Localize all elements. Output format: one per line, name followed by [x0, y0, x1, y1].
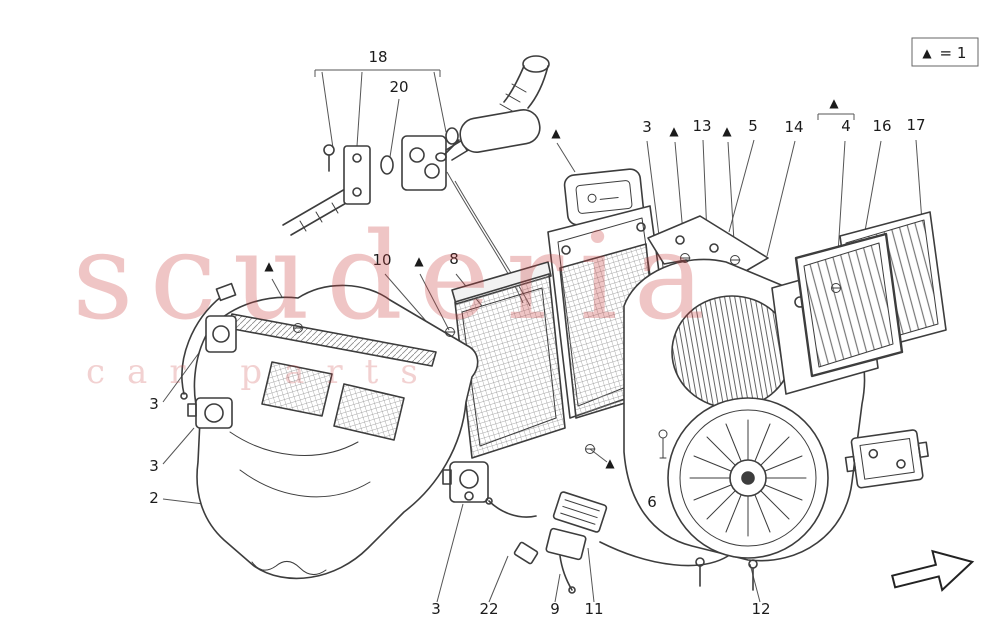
mounting-bracket: [647, 215, 769, 273]
cabin-filters: [794, 211, 947, 378]
hvac-housing: [180, 282, 489, 580]
callout-3-bottom: 3: [431, 600, 441, 618]
legend-triangle-icon: ▲: [922, 46, 932, 60]
callout-10: 10: [372, 251, 391, 269]
evaporator: [451, 261, 566, 459]
screw-fasteners: [293, 253, 842, 459]
callout-20: 20: [389, 78, 408, 96]
triangle-marker-icon: ▲: [722, 124, 732, 138]
ribbed-scroll-dome: [671, 295, 793, 409]
callout-22: 22: [479, 600, 498, 618]
callout-18: 18: [368, 48, 387, 66]
callout-3-left-upper: 3: [149, 395, 159, 413]
callout-16: 16: [872, 117, 891, 135]
expansion-valve-assembly: [282, 121, 499, 236]
direction-arrow-icon: [891, 549, 975, 592]
triangle-marker-icon: ▲: [829, 96, 839, 110]
callout-5: 5: [748, 117, 758, 135]
callout-13: 13: [692, 117, 711, 135]
callout-14: 14: [784, 118, 803, 136]
callout-3-left-lower: 3: [149, 457, 159, 475]
center-actuator: [449, 461, 489, 503]
blower-fins: [689, 419, 807, 537]
callout-2: 2: [149, 489, 159, 507]
drain-hose: [435, 55, 550, 162]
callout-11: 11: [584, 600, 603, 618]
callout-4: 4: [841, 117, 851, 135]
control-module: [844, 429, 929, 489]
flap-actuator-lower: [195, 397, 233, 429]
callout-labels: 18 20 3 13 5 14 4 16 17 10 8 3 3 2 6 3 2…: [149, 48, 925, 618]
callout-8: 8: [449, 250, 459, 268]
triangle-marker-icon: ▲: [605, 456, 615, 470]
legend: ▲ = 1: [911, 37, 979, 67]
callout-17: 17: [906, 116, 925, 134]
triangle-marker-icon: ▲: [414, 254, 424, 268]
callout-3-top: 3: [642, 118, 652, 136]
legend-value: = 1: [940, 44, 967, 62]
callout-9: 9: [550, 600, 560, 618]
flap-actuator-upper: [205, 315, 237, 353]
triangle-marker-icon: ▲: [551, 126, 561, 140]
harness-cable: [181, 295, 223, 395]
callout-12: 12: [751, 600, 770, 618]
triangle-marker-icon: ▲: [264, 259, 274, 273]
fastener-markers: ▲ ▲ ▲ ▲ ▲ ▲ ▲: [264, 96, 839, 470]
triangle-marker-icon: ▲: [669, 124, 679, 138]
wiring-harness: [485, 491, 729, 594]
callout-6: 6: [647, 493, 657, 511]
